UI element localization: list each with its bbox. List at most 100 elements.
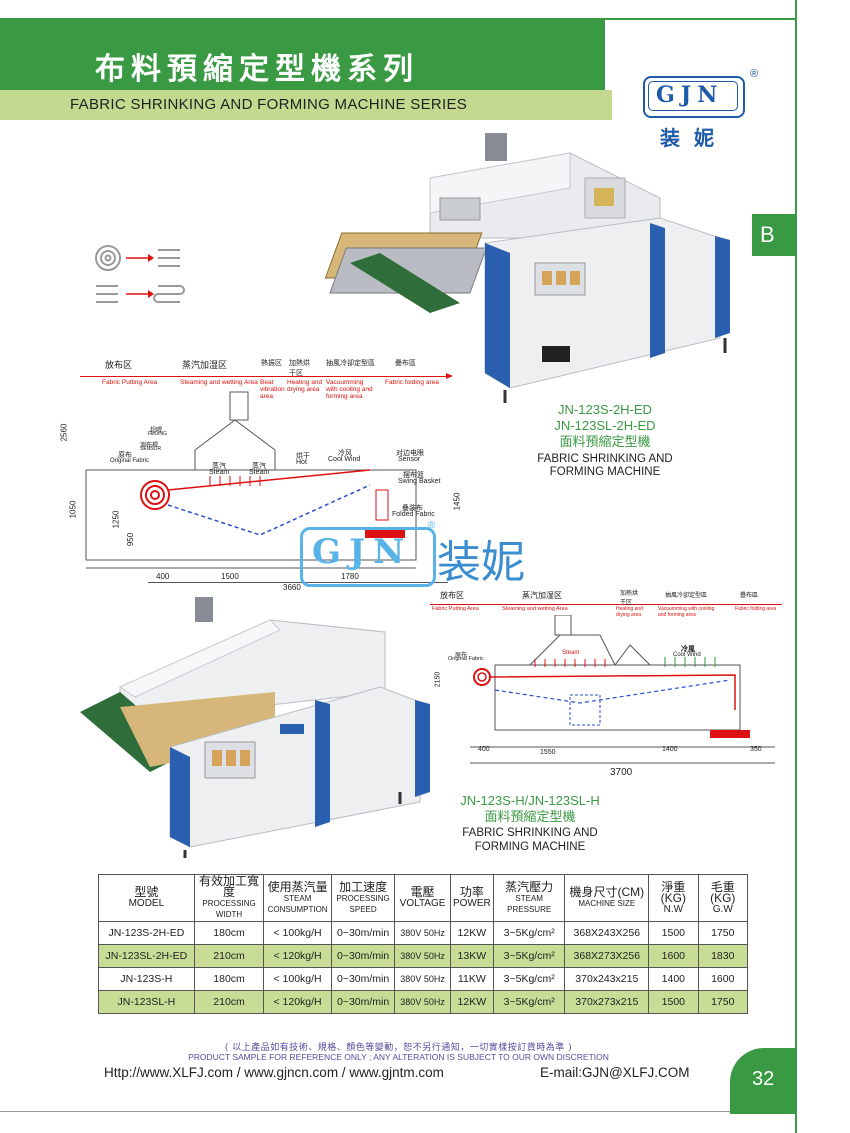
zone-b-steam-cn: 蒸汽加湿区 [522, 591, 562, 600]
dim-1780: 1780 [341, 572, 359, 581]
zone-put-en: Fabric Putting Area [102, 379, 158, 386]
zone-steam-en: Steaming and wetting Area [180, 379, 258, 386]
label-steam1-cn: 蒸汽 [212, 463, 226, 470]
diagram-bottom-drawing [470, 615, 775, 764]
zone-beat-en: Beat vibration area [260, 379, 285, 400]
dim-line-3660 [148, 582, 448, 583]
footer-note-en: PRODUCT SAMPLE FOR REFERENCE ONLY ; ANY … [188, 1052, 609, 1062]
label-b-steam-en: Steam [562, 650, 580, 656]
cell-gw: 1830 [697, 944, 749, 968]
header-subtitle-band [0, 90, 612, 120]
dim-b-400: 400 [478, 746, 490, 753]
page-title-en: FABRIC SHRINKING AND FORMING MACHINE SER… [70, 96, 468, 113]
cell-voltage: 380V 50Hz [394, 921, 451, 945]
cell-speed: 0~30m/min [330, 944, 396, 968]
cell-speed: 0~30m/min [330, 921, 396, 945]
cell-voltage: 380V 50Hz [394, 967, 451, 991]
machine-top-name-cn: 面料預縮定型機 [559, 434, 651, 449]
dim-400: 400 [156, 572, 170, 581]
diagram-bottom-zone-bar: 放布区 Fabric Putting Area 蒸汽加湿区 Steaming a… [430, 588, 782, 618]
dim-950: 950 [126, 532, 136, 547]
dim-3660: 3660 [283, 583, 301, 592]
cell-nw: 1400 [648, 967, 699, 991]
label-folded-cn: 叠装布 [402, 505, 423, 512]
cell-power: 13KW [449, 944, 494, 968]
cell-pressure: 3~5Kg/cm² [492, 944, 566, 968]
zone-fold-cn: 疊布區 [395, 360, 416, 367]
zone-b-heat-en: Heating and drying area [616, 606, 643, 618]
cell-nw: 1600 [648, 944, 699, 968]
zone-fold-en: Fabric folding area [385, 379, 439, 386]
section-tab: B [752, 214, 797, 256]
zone-heat-en: Heating and drying area [287, 379, 323, 393]
zone-b-steam-en: Steaming and wetting Area [502, 606, 568, 612]
label-original-cn: 原布 [118, 452, 132, 459]
cell-gw: 1750 [697, 990, 749, 1014]
cell-nw: 1500 [648, 990, 699, 1014]
machine-top-name-en-1: FABRIC SHRINKING AND [537, 453, 673, 465]
cell-power: 12KW [449, 921, 494, 945]
label-b-cool-en: Cool Wind [673, 652, 701, 658]
cell-model: JN-123S-H [98, 967, 195, 991]
cell-size: 370x273x215 [564, 990, 650, 1014]
fabric-process-icons [95, 245, 185, 303]
zone-b-heat-cn: 加熱烘干区 [620, 591, 639, 606]
label-fabric-sensor-cn: 测布桿 [140, 443, 159, 449]
label-hot-cn: 烘干 [296, 453, 310, 460]
label-cool-cn: 冷风 [338, 450, 352, 457]
cell-pressure: 3~5Kg/cm² [492, 967, 566, 991]
label-b-original-cn: 原布 [455, 653, 468, 659]
cell-width: 180cm [193, 967, 265, 991]
diagram-top-zone-bar: 放布区 Fabric Putting Area 蒸汽加湿区 Steaming a… [80, 356, 453, 400]
cell-voltage: 380V 50Hz [394, 990, 451, 1014]
machine-bottom-name-en-1: FABRIC SHRINKING AND [462, 827, 598, 839]
col-gw: 毛重(KG)G.W [697, 874, 749, 922]
label-hot-en: Hot [296, 459, 307, 466]
zone-b-put-cn: 放布区 [440, 591, 464, 600]
dim-1050: 1050 [68, 500, 78, 519]
header-green-banner [0, 18, 605, 90]
zone-b-cool-en: Vacuumming with cooling and forming area [658, 606, 715, 618]
machine-top-model-2: JN-123SL-2H-ED [554, 418, 656, 433]
cell-gw: 1750 [697, 921, 749, 945]
zone-cool-cn: 抽風冷卻定型區 [326, 360, 375, 367]
zone-b-cool-cn: 抽風冷卻定型區 [665, 593, 708, 599]
cell-speed: 0~30m/min [330, 967, 396, 991]
label-folded-en: Folded Fabric [392, 511, 435, 518]
cell-power: 11KW [449, 967, 494, 991]
cell-steam: < 100kg/H [263, 921, 332, 945]
machine-bottom-illustration [80, 597, 430, 858]
dim-b-350: 350 [750, 746, 762, 753]
logo-cn: 装妮 [660, 128, 728, 150]
label-steam2-cn: 蒸汽 [252, 463, 266, 470]
footer-website-links[interactable]: Http://www.XLFJ.com / www.gjncn.com / ww… [104, 1065, 444, 1080]
zone-cool-en: Vacuumming with cooling and forming area [326, 379, 373, 400]
zone-beat-cn: 熱振区 [261, 360, 282, 367]
machine-top-illustration [324, 133, 730, 403]
machine-bottom-name-cn: 面料預縮定型機 [484, 809, 576, 824]
label-swing-cn: 摆布篮 [403, 472, 424, 479]
page-title-cn: 布料預縮定型機系列 [95, 52, 419, 87]
label-original-en: Original Fabric [110, 458, 150, 464]
cell-speed: 0~30m/min [330, 990, 396, 1014]
dim-b-1400: 1400 [662, 746, 678, 753]
footer-note-cn: ( 以上產品如有技術、規格、顏色等變動，恕不另行通知，一切實樣按訂貨時為準 ) [224, 1043, 573, 1053]
logo-text: GJN [656, 82, 724, 108]
zone-b-fold-cn: 疊布區 [740, 593, 759, 599]
label-fabric-sensor-en: SENSOR [140, 446, 162, 452]
label-overfeed-en: FEDING [148, 431, 167, 437]
footer-email-link[interactable]: E-mail:GJN@XLFJ.COM [540, 1065, 690, 1080]
col-nw: 淨重(KG)N.W [648, 874, 699, 922]
cell-voltage: 380V 50Hz [394, 944, 451, 968]
cell-gw: 1600 [697, 967, 749, 991]
zone-b-fold-en: Fabric folding area [735, 606, 777, 612]
